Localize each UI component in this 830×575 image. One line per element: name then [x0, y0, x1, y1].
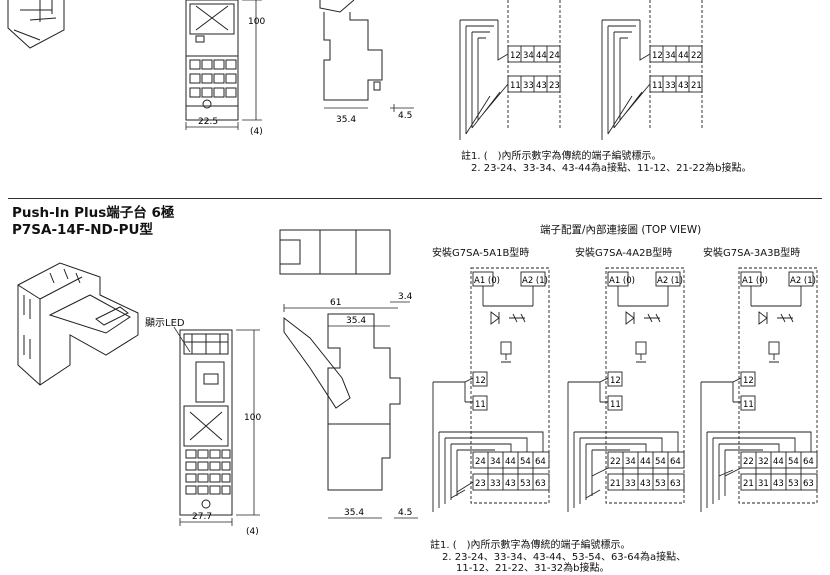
- top-dim-base-width: 22.5: [198, 117, 218, 127]
- d3-r1-c4: 54: [788, 457, 799, 467]
- d3-b-top: 12: [743, 376, 754, 386]
- d2-r1-c4: 54: [655, 457, 666, 467]
- bottom-note-3: 11-12、21-22、31-32為b接點。: [456, 563, 610, 574]
- led-label: 顯示LED: [145, 318, 185, 329]
- top-d1-r1-c3: 44: [536, 51, 547, 61]
- d1-r2-c5: 63: [535, 479, 546, 489]
- d3-r2-c4: 53: [788, 479, 799, 489]
- d1-r2-c3: 43: [505, 479, 516, 489]
- d3-r1-c1: 22: [743, 457, 754, 467]
- top-front-view-drawing: 100 22.5 (4): [7, 0, 265, 137]
- top-d2-r2-c2: 33: [665, 81, 676, 91]
- d2-b-top: 12: [610, 376, 621, 386]
- front-dim-height: 100: [244, 413, 261, 423]
- d2-r2-c2: 33: [625, 479, 636, 489]
- d2-r1-c2: 34: [625, 457, 636, 467]
- top-d2-r2-c4: 21: [691, 81, 702, 91]
- d2-r2-c4: 53: [655, 479, 666, 489]
- diagram-caption: 端子配置/內部連接圖 (TOP VIEW): [540, 224, 702, 236]
- top-dim-bottom: (4): [250, 127, 263, 137]
- d3-r2-c1: 21: [743, 479, 754, 489]
- d1-b-bot: 11: [475, 400, 486, 410]
- front-dim-bottom: (4): [246, 527, 259, 537]
- top-d2-r1-c3: 44: [678, 51, 689, 61]
- diagram-label-4a2b: 安裝G7SA-4A2B型時: [575, 248, 673, 259]
- top-d2-r1-c2: 34: [665, 51, 676, 61]
- d2-r1-c1: 22: [610, 457, 621, 467]
- d3-r2-c2: 31: [758, 479, 769, 489]
- top-note-1: 註1. ( )內所示數字為傳統的端子編號標示。: [461, 151, 662, 162]
- d3-r1-c5: 64: [803, 457, 814, 467]
- d1-r2-c1: 23: [475, 479, 486, 489]
- d1-a2: A2 (1): [522, 276, 548, 286]
- d3-a2: A2 (1): [790, 276, 816, 286]
- top-d2-r2-c3: 43: [678, 81, 689, 91]
- d2-a2: A2 (1): [657, 276, 683, 286]
- side-dim-depth: 35.4: [344, 508, 364, 518]
- top-dim-depth: 35.4: [336, 115, 356, 125]
- section-divider: [8, 198, 822, 199]
- d1-b-top: 12: [475, 376, 486, 386]
- side-dim-top-step: 3.4: [398, 292, 413, 302]
- side-dim-overall: 61: [330, 298, 341, 308]
- top-d1-r1-c4: 24: [549, 51, 560, 61]
- side-dim-inner: 35.4: [346, 316, 366, 326]
- front-dim-base-width: 27.7: [192, 512, 212, 522]
- diagram-label-3a3b: 安裝G7SA-3A3B型時: [703, 248, 801, 259]
- d2-r2-c3: 43: [640, 479, 651, 489]
- d2-r2-c5: 63: [670, 479, 681, 489]
- top-d1-r2-c3: 43: [536, 81, 547, 91]
- d3-a1: A1 (0): [742, 276, 768, 286]
- d3-r2-c3: 43: [773, 479, 784, 489]
- d1-a1: A1 (0): [474, 276, 500, 286]
- side-dim-step: 4.5: [398, 508, 412, 518]
- top-d1-r2-c4: 23: [549, 81, 560, 91]
- d3-b-bot: 11: [743, 400, 754, 410]
- d3-r1-c3: 44: [773, 457, 784, 467]
- top-wiring-diagrams: 12 34 44 24 11 33 43 23 12 34 44 22 11 3…: [459, 0, 703, 140]
- d2-a1: A1 (0): [609, 276, 635, 286]
- d3-r2-c5: 63: [803, 479, 814, 489]
- d1-r1-c5: 64: [535, 457, 546, 467]
- wiring-diagram-3a3b: A1 (0) A2 (1) 12 11 22 32 44 54 64 21 31…: [700, 267, 818, 512]
- bottom-note-2: 2. 23-24、33-34、43-44、53-54、63-64為a接點、: [442, 552, 687, 563]
- top-d1-r2-c1: 11: [510, 81, 521, 91]
- side-view-drawing: 61 35.4 3.4 35.4 4.5: [279, 229, 418, 519]
- top-d1-r1-c2: 34: [523, 51, 534, 61]
- d1-r2-c2: 33: [490, 479, 501, 489]
- d2-b-bot: 11: [610, 400, 621, 410]
- top-side-view-drawing: 35.4 4.5: [319, 0, 414, 125]
- top-dim-step: 4.5: [398, 111, 412, 121]
- bottom-note-1: 註1. ( )內所示數字為傳統的端子編號標示。: [430, 540, 631, 551]
- top-d2-r1-c1: 12: [652, 51, 663, 61]
- top-dim-height: 100: [248, 17, 265, 27]
- diagram-label-5a1b: 安裝G7SA-5A1B型時: [432, 248, 530, 259]
- section-title-line2: P7SA-14F-ND-PU型: [12, 222, 153, 238]
- section-title-line1: Push-In Plus端子台 6極: [12, 205, 175, 221]
- isometric-view-drawing: [17, 262, 139, 386]
- top-d1-r2-c2: 33: [523, 81, 534, 91]
- top-d1-r1-c1: 12: [510, 51, 521, 61]
- d3-r1-c2: 32: [758, 457, 769, 467]
- wiring-diagram-4a2b: A1 (0) A2 (1) 12 11 22 34 44 54 64 21 33…: [567, 267, 685, 512]
- top-d2-r1-c4: 22: [691, 51, 702, 61]
- d1-r1-c1: 24: [475, 457, 486, 467]
- top-d2-r2-c1: 11: [652, 81, 663, 91]
- front-view-drawing: 100 27.7 (4): [173, 326, 261, 537]
- d1-r1-c3: 44: [505, 457, 516, 467]
- d1-r1-c4: 54: [520, 457, 531, 467]
- d1-r2-c4: 53: [520, 479, 531, 489]
- wiring-diagram-5a1b: A1 (0) A2 (1) 12 11 24 34 44 54 64 23 33…: [432, 267, 550, 512]
- d2-r1-c5: 64: [670, 457, 681, 467]
- d2-r1-c3: 44: [640, 457, 651, 467]
- d2-r2-c1: 21: [610, 479, 621, 489]
- top-note-2: 2. 23-24、33-34、43-44為a接點、11-12、21-22為b接點…: [471, 163, 752, 174]
- d1-r1-c2: 34: [490, 457, 501, 467]
